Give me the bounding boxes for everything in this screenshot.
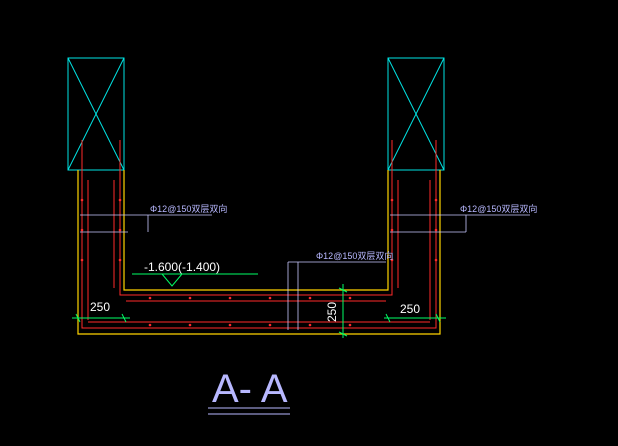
slab-thickness-dimension: 250	[325, 302, 339, 322]
leader-lines	[80, 214, 530, 330]
rebar-lines	[81, 140, 437, 329]
bottom-slab-rebar-note: Φ12@150双层双向	[316, 250, 393, 261]
section-title-underline	[208, 407, 290, 415]
left-wall-dimension: 250	[90, 300, 110, 314]
elevation-label: -1.600(-1.400)	[144, 260, 220, 274]
rebar-dots	[80, 198, 438, 327]
right-wall-dimension: 250	[400, 302, 420, 316]
right-column	[387, 57, 445, 171]
section-outline	[77, 170, 441, 335]
right-wall-rebar-note: Φ12@150双层双向	[460, 203, 537, 214]
dimension-lines	[72, 284, 446, 338]
left-wall-rebar-note: Φ12@150双层双向	[150, 203, 227, 214]
left-column	[67, 57, 125, 171]
elevation-mark	[132, 273, 258, 287]
section-title: A- A	[212, 367, 288, 411]
